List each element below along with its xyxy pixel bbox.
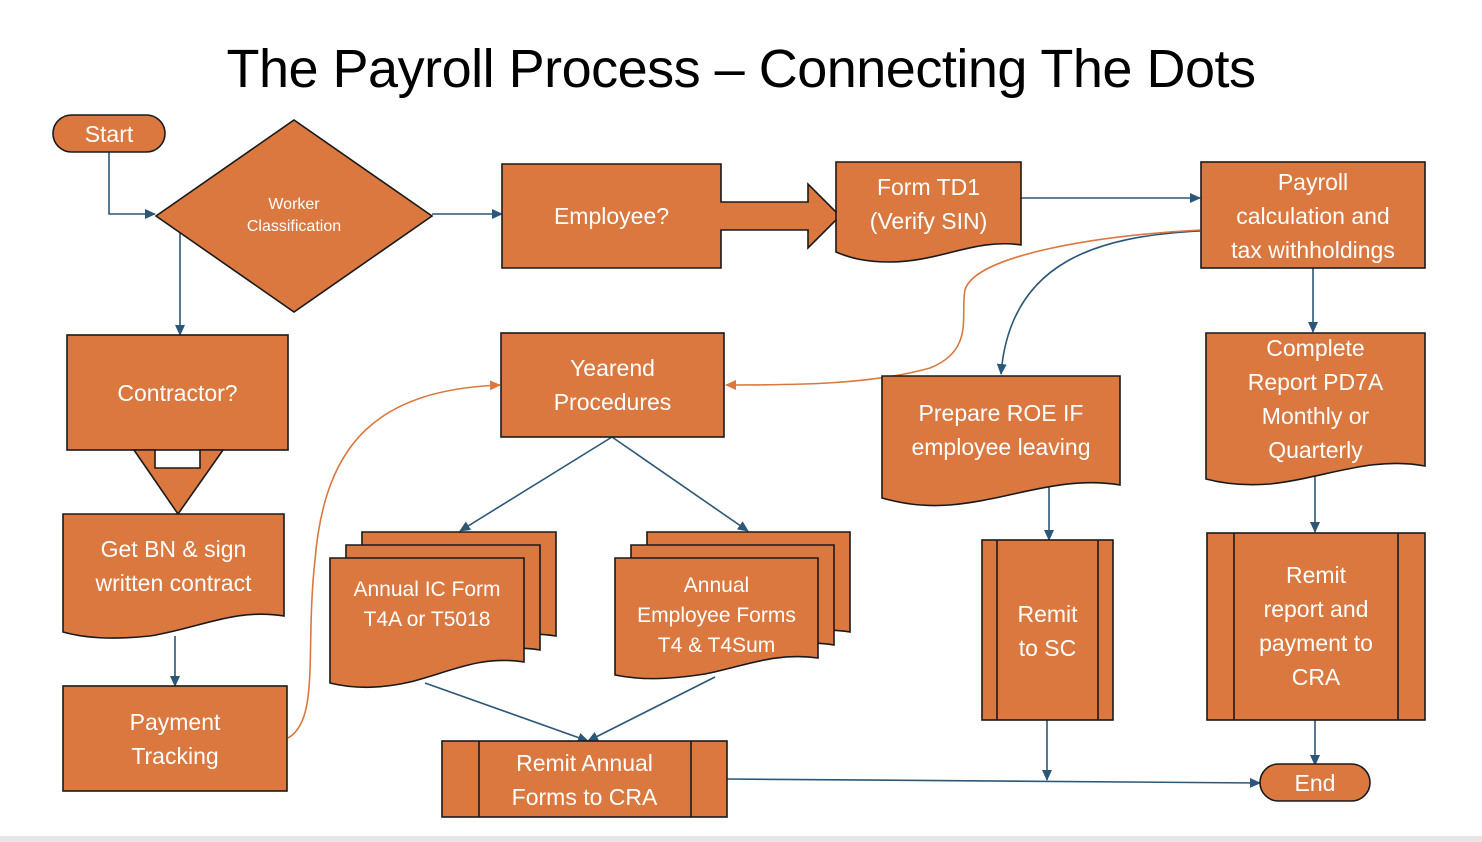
ic-form-label: Annual IC Form T4A or T5018 — [353, 578, 501, 631]
page-title: The Payroll Process – Connecting The Dot… — [226, 39, 1256, 99]
arrow-ic-to-remit-annual — [424, 682, 589, 743]
start-label: Start — [84, 120, 134, 147]
arrow-yearend-to-ic — [459, 436, 613, 532]
emp-forms-label: Annual Employee Forms T4 & T4Sum — [637, 574, 796, 657]
classification-label: Worker Classification — [246, 196, 342, 235]
end-terminator — [1259, 763, 1371, 802]
arrow-yearend-to-emp — [611, 436, 749, 532]
employee-block-arrow — [501, 163, 842, 269]
yearend-label: Yearend Procedures — [553, 355, 672, 415]
remit-annual-label: Remit Annual Forms to CRA — [511, 750, 658, 810]
pd7a-label: Complete Report PD7A Monthly or Quarterl… — [1247, 335, 1384, 463]
remit-sc-box — [981, 539, 1114, 721]
ic-document-front — [329, 557, 525, 689]
contractor-down-arrow — [132, 449, 225, 516]
remit-cra-label: Remit report and payment to CRA — [1259, 562, 1373, 690]
payroll-label: Payroll calculation and tax withholdings — [1231, 169, 1395, 263]
roe-label: Prepare ROE IF employee leaving — [911, 400, 1091, 460]
contractor-box — [66, 334, 289, 451]
arrow-remit-annual-to-end — [726, 777, 1261, 788]
end-label: End — [1294, 769, 1336, 796]
yearend-box — [500, 332, 725, 438]
arrow-payroll-to-yearend — [725, 229, 1201, 390]
remit-cra-box — [1206, 532, 1426, 721]
arrow-payroll-to-roe — [996, 230, 1201, 375]
bn-document — [62, 513, 285, 639]
arrow-start-to-classification — [108, 152, 156, 219]
employee-label: Employee? — [553, 203, 670, 229]
remit-annual-box — [441, 740, 728, 818]
classification-diamond — [154, 119, 434, 313]
roe-document — [881, 375, 1121, 507]
arrow-emp-to-remit-annual — [587, 676, 716, 742]
payment-tracking-label: Payment Tracking — [129, 709, 221, 769]
td1-document — [835, 161, 1022, 263]
arrow-tracking-to-yearend — [287, 380, 501, 739]
start-terminator — [52, 114, 166, 153]
pd7a-document — [1205, 332, 1426, 486]
td1-label: Form TD1 (Verify SIN) — [869, 174, 988, 234]
remit-sc-label: Remit to SC — [1017, 601, 1078, 661]
emp-document-front — [614, 557, 819, 680]
payment-tracking-box — [62, 685, 288, 792]
payroll-calc-box — [1200, 161, 1426, 269]
bn-label: Get BN & sign written contract — [95, 536, 252, 596]
bottom-scroll-bar — [0, 836, 1482, 842]
contractor-label: Contractor? — [117, 379, 238, 406]
